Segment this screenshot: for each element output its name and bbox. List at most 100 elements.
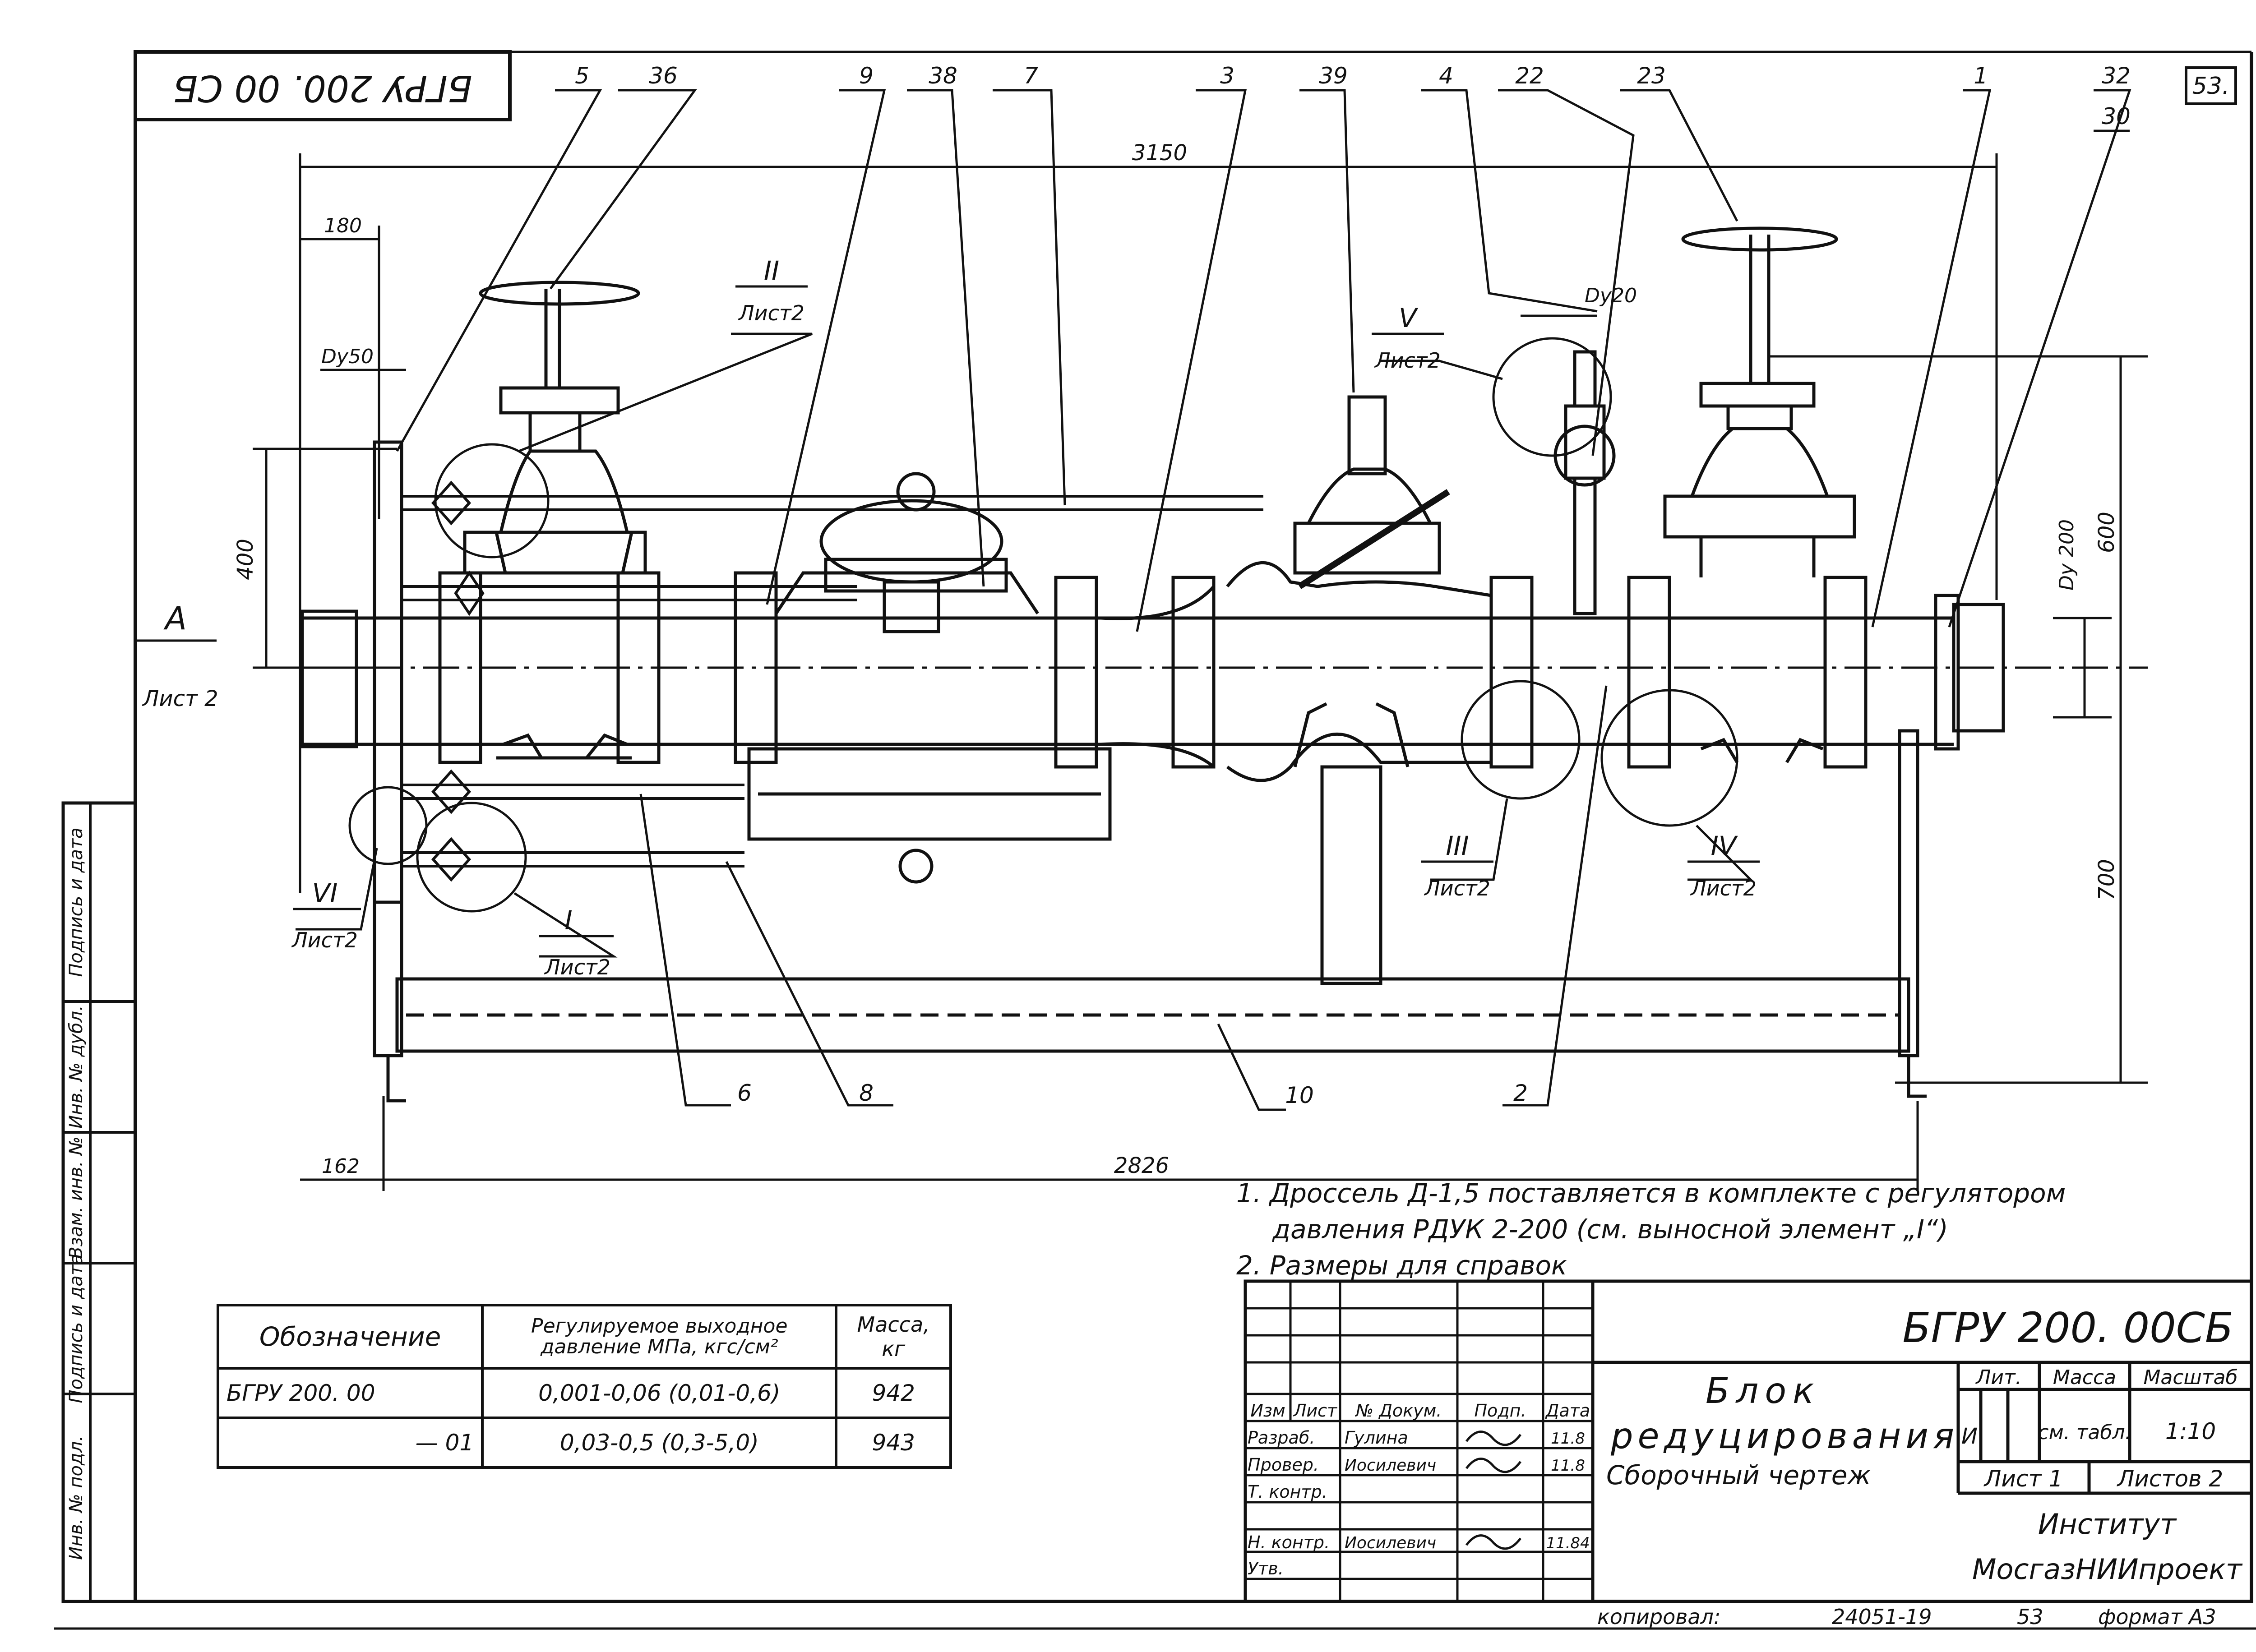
code-stamp-text: БГРУ 200. 00 СБ: [173, 67, 472, 109]
callout-numbers: 5 36 9 38 7 3 39 4 22 23 1 32 30 6 8 10 …: [575, 63, 2131, 1108]
side-stamp: Инв. № подл. Подпись и дата Взам. инв. №…: [61, 801, 137, 1603]
cell: БГРУ 200. 00: [216, 1367, 484, 1419]
title-block: [1244, 1279, 2253, 1603]
dim-left-base: 162: [322, 1155, 360, 1178]
callout-7: 7: [1024, 63, 1038, 89]
callout-22: 22: [1515, 63, 1544, 89]
callout-3: 3: [1220, 63, 1234, 89]
view-label-letter: А: [163, 600, 187, 637]
table-row: — 01 0,03-0,5 (0,3-5,0) 943: [216, 1417, 952, 1469]
code-stamp: БГРУ 200. 00 СБ: [134, 50, 512, 121]
detail-ref-sheet: Лист2: [1690, 876, 1757, 900]
callout-36: 36: [649, 63, 678, 89]
dim-top-height: 600: [2094, 512, 2119, 553]
outlet-gate-valve: [1663, 494, 1856, 539]
tb-role: Разраб.: [1248, 1428, 1315, 1448]
callout-5: 5: [575, 63, 589, 89]
detail-circles: [348, 337, 1738, 913]
dim-outlet-diameter: Dу 200: [2055, 519, 2078, 591]
view-label: А Лист 2: [135, 600, 218, 711]
tb-role: Н. контр.: [1248, 1532, 1330, 1552]
reducer-pipe: [1100, 585, 1215, 768]
tb-sign-header: Дата: [1545, 1401, 1590, 1421]
tb-role: Утв.: [1248, 1559, 1284, 1578]
footer: копировал: 24051-19 53 формат А3: [1597, 1605, 2216, 1629]
dim-vent-pipe: Dу20: [1585, 284, 1637, 307]
tb-date: 11.8: [1551, 1430, 1585, 1448]
tb-mass-header: Масса: [2053, 1366, 2116, 1389]
footer-number: 24051-19: [1832, 1605, 1932, 1629]
cell: 942: [835, 1367, 952, 1419]
tb-org-2: МосгазНИИпроект: [1972, 1553, 2243, 1586]
support-leg: [1320, 765, 1382, 985]
detail-ref-numeral: VI: [312, 878, 338, 909]
tb-designation: БГРУ 200. 00СБ: [1902, 1304, 2233, 1352]
callout-39: 39: [1319, 63, 1348, 89]
tb-name: Иосилевич: [1345, 1456, 1436, 1475]
detail-ref-numeral: I: [564, 905, 572, 936]
footer-copied: копировал:: [1597, 1605, 1720, 1629]
tb-title-3: Сборочный чертеж: [1606, 1460, 1871, 1490]
cell: 943: [835, 1417, 952, 1469]
callout-30: 30: [2102, 103, 2131, 129]
detail-ref-sheet: Лист2: [544, 955, 610, 979]
table-row: БГРУ 200. 00 0,001-0,06 (0,01-0,6) 942: [216, 1367, 952, 1419]
inlet-nozzle: [300, 609, 358, 748]
tb-date: 11.84: [1546, 1534, 1590, 1552]
tb-name: Иосилевич: [1345, 1534, 1436, 1552]
outlet-nozzle: [1952, 603, 2005, 733]
dim-left-height: 400: [233, 539, 258, 580]
detail-ref-sheet: Лист2: [1374, 348, 1441, 373]
pressure-regulator: [775, 571, 1039, 614]
side-stamp-label: Инв. № дубл.: [66, 1005, 87, 1129]
variants-table: Обозначение Регулируемое выходное давлен…: [216, 1304, 952, 1469]
title-block-text: БГРУ 200. 00СБ Блок редуцирования Сбороч…: [1248, 1304, 2243, 1586]
detail-ref-sheet: Лист2: [738, 301, 804, 325]
side-stamp-label: Подпись и дата: [66, 827, 87, 977]
tb-title-1: Блок: [1706, 1371, 1820, 1412]
dim-inlet-pipe: Dу50: [321, 345, 374, 368]
tb-sheets: Листов 2: [2117, 1466, 2223, 1492]
footer-format: формат А3: [2098, 1605, 2216, 1629]
page-number: 53.: [2192, 73, 2230, 100]
col-header: Регулируемое выходное давление МПа, кгс/…: [481, 1304, 838, 1370]
tb-sign-header: Подп.: [1474, 1401, 1526, 1421]
col-header: Обозначение: [216, 1304, 484, 1370]
handwheel-right: [1681, 226, 1838, 252]
tb-date: 11.8: [1551, 1457, 1585, 1475]
base-frame: [395, 977, 1910, 1053]
detail-ref-numeral: III: [1446, 831, 1469, 861]
detail-references: II Лист2 V Лист2 III Лист2 IV Лист2 VI Л…: [291, 255, 1760, 979]
callout-4: 4: [1439, 63, 1453, 89]
callout-9: 9: [859, 63, 874, 89]
view-label-sheet: Лист 2: [142, 686, 218, 711]
callout-8: 8: [859, 1080, 874, 1106]
pilot-valve: [883, 580, 940, 633]
callout-10: 10: [1285, 1082, 1314, 1108]
needle-valves: [431, 480, 485, 882]
leader-lines: [296, 89, 2131, 1111]
tb-sign-header: Лист: [1293, 1401, 1338, 1421]
tb-mass-value: см. табл.: [2038, 1421, 2131, 1444]
handwheel-left: [479, 281, 640, 306]
callout-1: 1: [1974, 63, 1988, 89]
tb-title-2: редуцирования: [1610, 1416, 1959, 1457]
detail-ref-numeral: V: [1399, 303, 1419, 333]
filter-body: [1226, 561, 1492, 782]
side-stamp-label: Взам. инв. №: [66, 1136, 87, 1259]
tb-org-1: Институт: [2038, 1508, 2177, 1541]
callout-32: 32: [2102, 63, 2131, 89]
dim-frame-height: 700: [2094, 859, 2119, 900]
side-stamp-label: Инв. № подл.: [66, 1435, 87, 1560]
equipment: [300, 226, 2005, 1103]
callout-38: 38: [929, 63, 957, 89]
tb-sheet: Лист 1: [1983, 1466, 2063, 1492]
detail-ref-numeral: II: [764, 255, 779, 286]
tb-scale-header: Масштаб: [2143, 1366, 2238, 1389]
note-line: 1. Дроссель Д-1,5 поставляется в комплек…: [1236, 1178, 2066, 1209]
side-stamp-label: Подпись и дата: [66, 1254, 87, 1403]
inlet-gate-valve: [494, 531, 634, 760]
tb-lit-value: И: [1961, 1424, 1978, 1449]
